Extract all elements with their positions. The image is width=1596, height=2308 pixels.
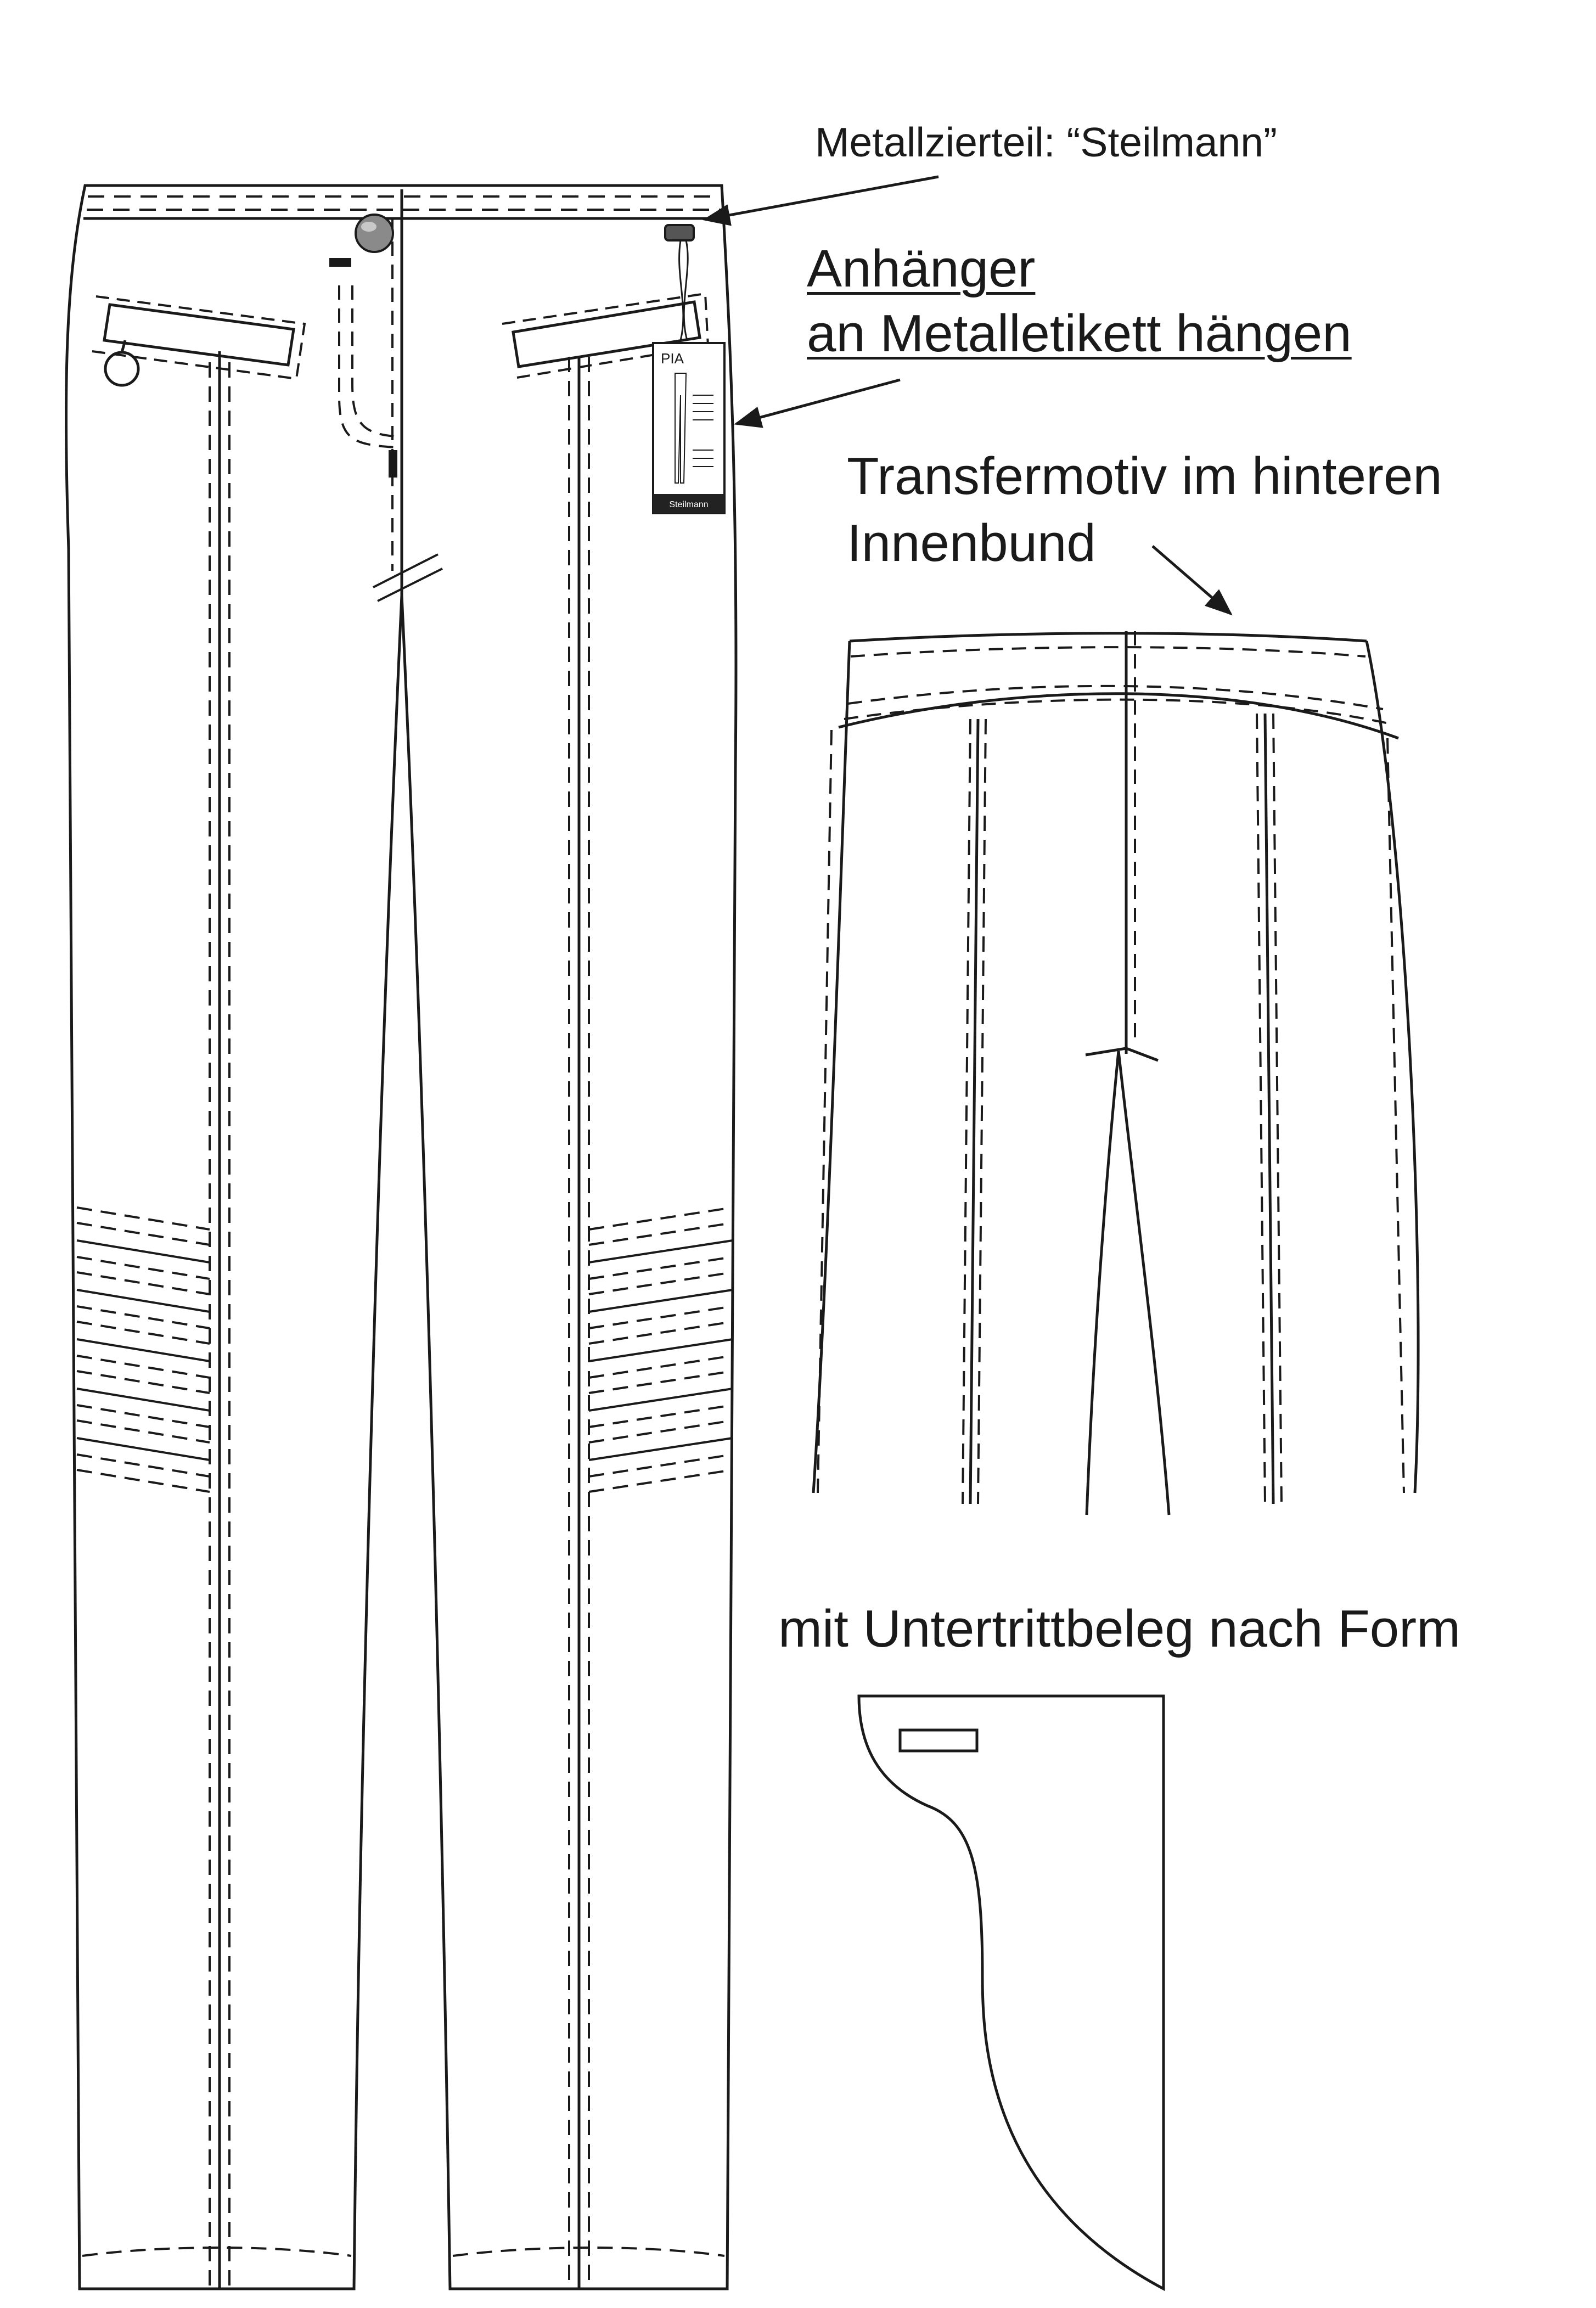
hangtag: PIA Steilmann [652, 342, 726, 514]
fly-stitching [338, 285, 396, 448]
right-hem-stitch [452, 2247, 725, 2257]
metal-ornament [664, 224, 695, 341]
arrow-metal-ornament [703, 175, 939, 226]
label-metal-ornament: Metallzierteil: “Steilmann” [815, 119, 1277, 165]
underlap-facing [857, 1694, 1165, 2292]
hangtag-band [653, 494, 724, 513]
waist-button [355, 214, 394, 253]
label-underlap-facing: mit Untertrittbeleg nach Form [778, 1599, 1461, 1658]
label-hangtag-line2: an Metalletikett hängen [807, 304, 1352, 363]
back-waistband-top [849, 632, 1367, 643]
back-view [812, 631, 1420, 1515]
back-yoke-line [838, 692, 1399, 740]
underlap-facing-outline [857, 1694, 1165, 2292]
front-outline [64, 184, 738, 2290]
arrow-transfer [1151, 545, 1233, 616]
back-left-seam [969, 718, 980, 1504]
label-transfer-line2: Innenbund [847, 514, 1096, 572]
left-welt-pocket [103, 303, 295, 367]
hangtag-name: PIA [661, 350, 684, 367]
label-hangtag-line1: Anhänger [807, 239, 1036, 298]
right-welt-pocket [512, 300, 701, 368]
arrow-hangtag [734, 378, 901, 428]
back-outline [812, 641, 1420, 1493]
leader-arrows [703, 175, 1233, 616]
pocket-zip-ring [104, 351, 140, 387]
left-hem-stitch [82, 2247, 352, 2257]
label-transfer-line1: Transfermotiv im hinteren [847, 447, 1442, 506]
right-knee-pintucks [588, 1206, 733, 1493]
hangtag-brand: Steilmann [669, 500, 708, 509]
back-right-seam [1263, 713, 1275, 1504]
front-view [64, 184, 738, 2290]
fly-bartack-bottom [389, 450, 397, 478]
underlap-buttonhole [898, 1728, 979, 1753]
fly-bartack-top [329, 258, 351, 267]
left-knee-pintucks [76, 1206, 210, 1493]
